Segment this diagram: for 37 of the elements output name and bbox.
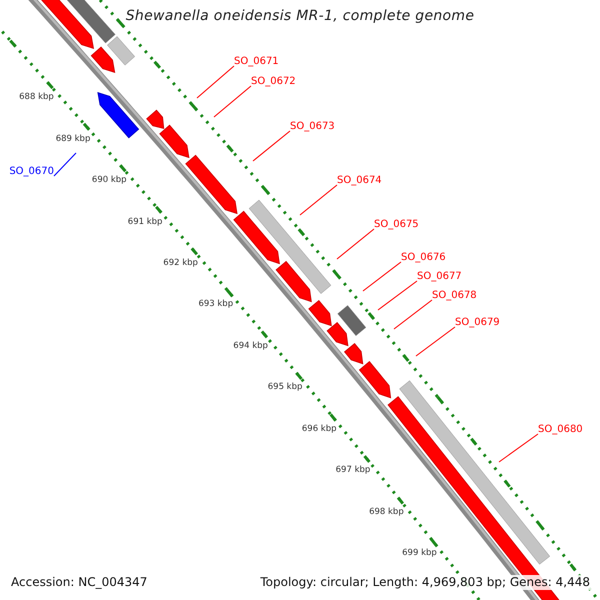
position-label: 692 kbp — [163, 258, 198, 268]
title: Shewanella oneidensis MR-1, complete genome — [124, 8, 476, 24]
gene-label: SO_0670 — [9, 166, 54, 178]
footer-text: Accession: NC_004347 — [9, 575, 150, 590]
position-label: 695 kbp — [268, 382, 302, 392]
position-label: 693 kbp — [198, 299, 234, 310]
leader-line — [394, 300, 432, 330]
leader-line — [378, 280, 418, 310]
gene-label: SO_0675 — [374, 219, 419, 231]
leader-line — [54, 152, 76, 176]
leader-line — [336, 228, 374, 260]
position-label: 697 kbp — [336, 465, 370, 476]
leader-line — [416, 326, 456, 356]
gene-label: SO_0673 — [290, 121, 335, 133]
leader-line — [196, 66, 234, 98]
leader-line — [362, 262, 402, 292]
position-label: 690 kbp — [92, 175, 127, 186]
position-label: 699 kbp — [402, 548, 437, 558]
position-label: 696 kbp — [302, 424, 337, 434]
gene-label: SO_0678 — [432, 290, 477, 302]
position-label: 694 kbp — [233, 340, 268, 351]
position-label: 688 kbp — [19, 92, 54, 102]
gene-label: SO_0676 — [401, 252, 446, 264]
gene-label: SO_0677 — [417, 271, 462, 283]
gene-label: SO_0679 — [455, 317, 500, 329]
gene-label: SO_0674 — [337, 175, 382, 187]
gene-label: SO_0672 — [251, 76, 296, 88]
position-label: 698 kbp — [369, 506, 404, 517]
position-label: 691 kbp — [128, 216, 162, 227]
leader-line — [214, 86, 252, 118]
position-label: 689 kbp — [56, 134, 90, 144]
footer-text: Topology: circular; Length: 4,969,803 bp; Genes: 4,448 — [258, 575, 592, 590]
leader-line — [498, 434, 538, 462]
leader-line — [300, 184, 338, 216]
gene-label: SO_0680 — [538, 424, 583, 436]
gene-label: SO_0671 — [234, 56, 279, 68]
leader-line — [252, 130, 290, 162]
